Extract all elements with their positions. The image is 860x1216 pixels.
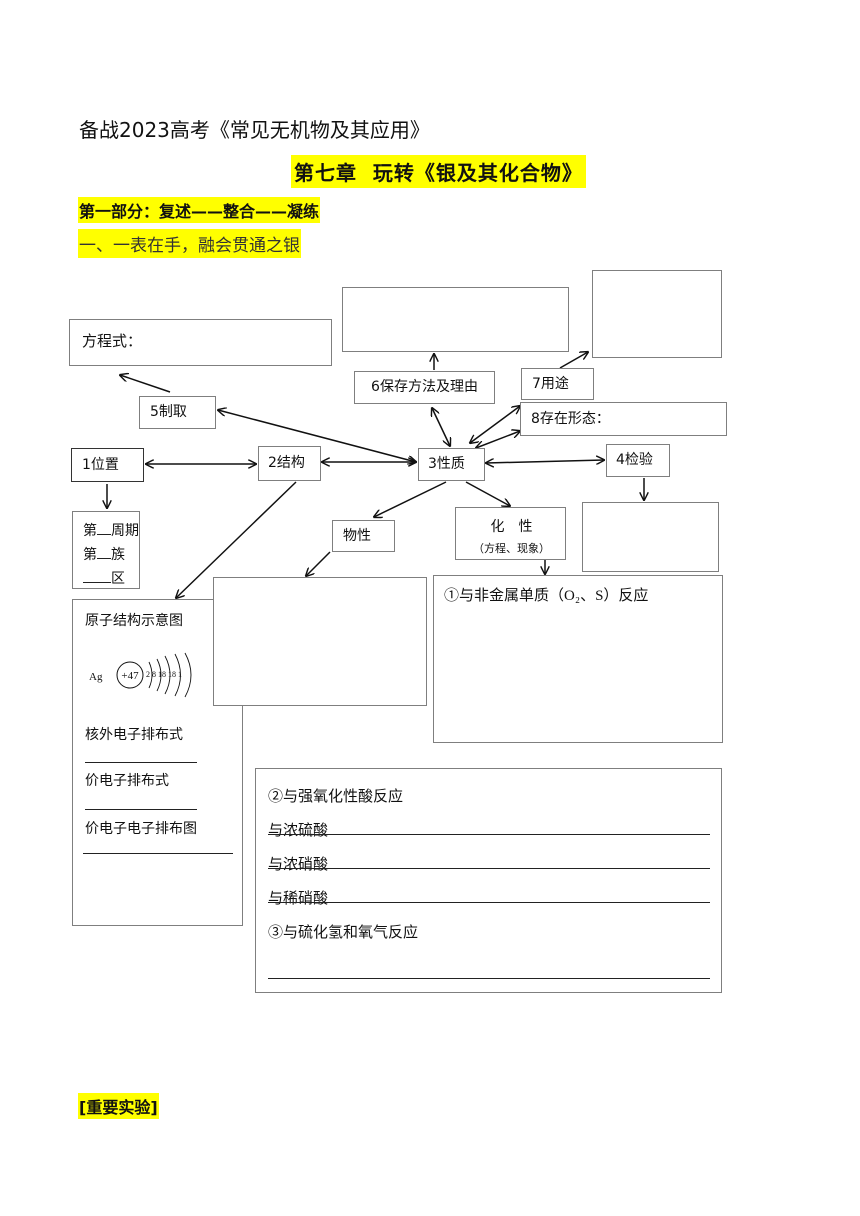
node-preparation: 5制取 (139, 396, 216, 429)
arrow-usage-box (559, 352, 588, 369)
core-config-label: 核外电子排布式 (85, 728, 183, 743)
equation-box: 方程式： (69, 319, 332, 366)
acid-reaction-box: ②与强氧化性酸反应 与浓硫酸 与浓硝酸 与稀硝酸 ③与硫化氢和氧气反应 (255, 768, 722, 993)
part-title: 第一部分：复述——整合——凝练 (78, 197, 321, 223)
arrow-property-detection (486, 460, 604, 463)
arrow-physical-box (306, 551, 331, 576)
reaction-strong-acid: ②与强氧化性酸反应 (268, 789, 404, 805)
node-detection: 4检验 (606, 444, 670, 477)
chapter-title: 第七章 玩转《银及其化合物》 (291, 155, 586, 188)
node-usage: 7用途 (521, 368, 594, 400)
structure-detail-box: 原子结构示意图 Ag +47 2 8 18 18 1 核外电子排布式 价电子排布… (72, 599, 243, 926)
atomic-diagram-label: 原子结构示意图 (85, 614, 183, 629)
acid-conc-sulfuric: 与浓硫酸 (268, 823, 329, 839)
block-label: 区 (111, 572, 125, 587)
valence-config-label: 价电子排布式 (85, 774, 169, 789)
equation-label: 方程式： (82, 334, 143, 350)
detection-detail-box (582, 502, 719, 572)
chemical-subtitle: （方程、现象） (473, 543, 550, 555)
node-physical: 物性 (332, 520, 395, 552)
section-title: 一、一表在手，融会贯通之银 (78, 229, 301, 258)
arrow-property-existence (476, 431, 520, 448)
arrow-preparation-equation (120, 375, 171, 393)
node-existence: 8存在形态： (520, 402, 727, 436)
arrow-storage-property (432, 408, 450, 446)
atomic-structure-diagram: Ag +47 2 8 18 18 1 (89, 652, 192, 698)
node-position: 1位置 (71, 448, 144, 482)
node-chemical: 化 性 （方程、现象） (455, 507, 566, 560)
node-storage: 6保存方法及理由 (354, 371, 495, 404)
reaction-nonmetal: ①与非金属单质（O₂、S）反应 (444, 588, 649, 604)
arrow-property-chemical (465, 481, 510, 506)
nucleus-charge: +47 (121, 670, 139, 682)
important-experiment-label: [重要实验] (78, 1093, 159, 1119)
arrow-preparation-property (218, 410, 416, 462)
usage-detail-box (592, 270, 722, 358)
position-detail-box: 第周期 第族 区 (72, 511, 140, 589)
chemical-detail-box: ①与非金属单质（O₂、S）反应 (433, 575, 723, 743)
element-symbol: Ag (89, 671, 103, 683)
storage-reason-box (342, 287, 569, 352)
period-label: 周期 (111, 524, 139, 539)
acid-dilute-nitric: 与稀硝酸 (268, 891, 329, 907)
reaction-h2s-oxygen: ③与硫化氢和氧气反应 (268, 925, 419, 941)
physical-detail-box (213, 577, 427, 706)
node-property: 3性质 (418, 448, 485, 481)
node-structure: 2结构 (258, 446, 321, 481)
arrow-property-physical (374, 481, 447, 517)
valence-diagram-label: 价电子电子排布图 (85, 822, 197, 837)
chemical-title: 化 性 (490, 519, 533, 535)
group-label: 族 (111, 548, 125, 563)
group-prefix: 第 (83, 548, 97, 563)
shell-electrons: 2 8 18 18 1 (146, 670, 182, 679)
arrow-property-usage (470, 406, 520, 443)
acid-conc-nitric: 与浓硝酸 (268, 857, 329, 873)
arrow-structure-detail (176, 481, 297, 598)
series-title: 备战2023高考《常见无机物及其应用》 (79, 118, 430, 142)
period-prefix: 第 (83, 524, 97, 539)
